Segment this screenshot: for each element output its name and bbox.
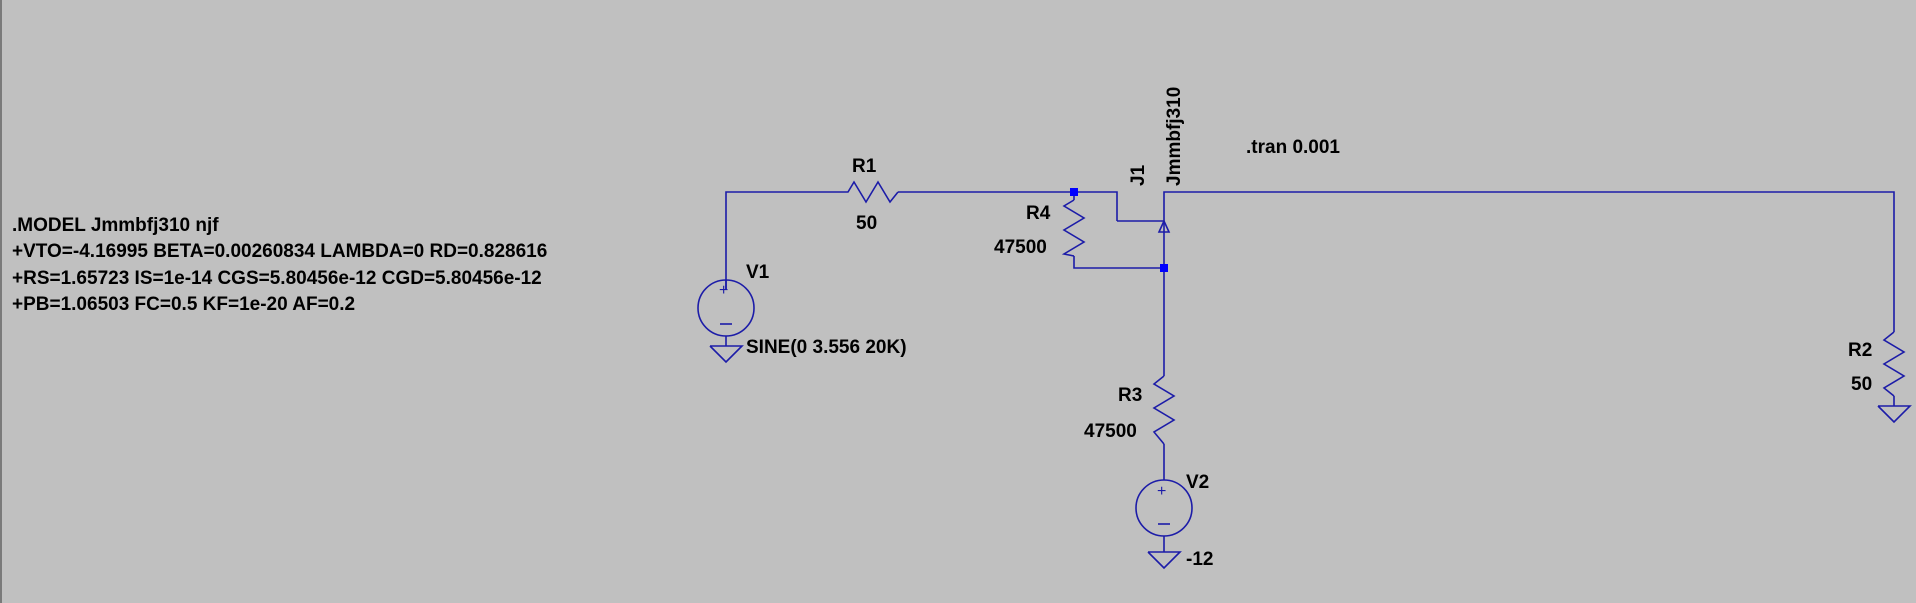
resistor-r2[interactable]: R2 50 [1848,331,1912,424]
resistor-r1[interactable]: R1 50 [838,156,899,234]
r2-name: R2 [1848,340,1872,361]
wire-drain-r2[interactable] [1163,191,1895,332]
r3-name: R3 [1118,385,1142,406]
junction-gate-node[interactable] [1070,188,1078,196]
tran-directive[interactable]: .tran 0.001 [1246,137,1340,158]
v2-name: V2 [1186,472,1209,493]
plus-icon: + [1157,483,1166,500]
ground-icon [1877,405,1912,424]
resistor-r1-zigzag [838,180,899,204]
voltage-source-v1[interactable]: + V1 SINE(0 3.556 20K) [697,262,907,364]
junction-source-node[interactable] [1160,264,1168,272]
v2-value: -12 [1186,549,1213,570]
spice-model-block[interactable]: .MODEL Jmmbfj310 njf +VTO=-4.16995 BETA=… [12,215,547,315]
r3-value: 47500 [1084,421,1137,442]
r2-value: 50 [1851,374,1872,395]
v1-value: SINE(0 3.556 20K) [746,337,907,358]
r1-value: 50 [856,213,877,234]
resistor-r2-zigzag [1882,331,1906,397]
model-line-1: .MODEL Jmmbfj310 njf [12,215,219,236]
wire-gate-lead[interactable] [1074,191,1118,221]
ground-icon [1147,551,1182,570]
jfet-j1[interactable]: J1 Jmmbfj310 [1117,87,1185,233]
resistor-r4-zigzag [1061,199,1086,257]
wires [725,191,1895,480]
v1-name: V1 [746,262,770,283]
ground-icon [709,345,744,364]
wire-r4-bottom[interactable] [1073,256,1164,269]
j1-model: Jmmbfj310 [1164,87,1185,186]
wire-v1-r1[interactable] [725,191,838,290]
resistor-r3[interactable]: R3 47500 [1084,375,1176,445]
resistor-r4[interactable]: R4 47500 [994,199,1086,258]
voltage-source-v2[interactable]: + V2 -12 [1135,472,1213,570]
model-line-2: +VTO=-4.16995 BETA=0.00260834 LAMBDA=0 R… [12,241,547,262]
model-line-3: +RS=1.65723 IS=1e-14 CGS=5.80456e-12 CGD… [12,268,542,289]
jfet-arrow-icon [1157,219,1171,233]
r4-value: 47500 [994,237,1047,258]
resistor-r3-zigzag [1152,375,1176,445]
r4-name: R4 [1026,203,1051,224]
window-left-border [0,0,2,603]
r1-name: R1 [852,156,877,177]
plus-icon: + [719,282,728,299]
model-line-4: +PB=1.06503 FC=0.5 KF=1e-20 AF=0.2 [12,294,355,315]
j1-name: J1 [1128,164,1149,186]
